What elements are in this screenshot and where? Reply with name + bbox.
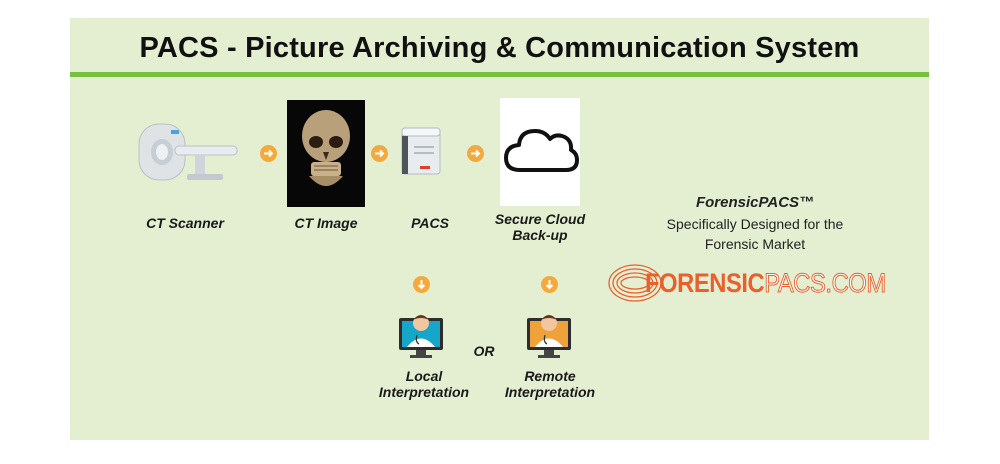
- cloud-icon: [500, 98, 580, 206]
- label-cloud-line1: Secure Cloud: [494, 211, 586, 227]
- ct-scanner-icon: [135, 116, 245, 191]
- logo-text-forensic: FORENSIC: [645, 268, 765, 298]
- label-local-line1: Local: [405, 368, 443, 384]
- logo-text-pacs: PACS.COM: [764, 268, 887, 299]
- label-ct-image: CT Image: [294, 215, 358, 231]
- label-pacs: PACS: [411, 215, 449, 231]
- ct-image-skull: [287, 100, 365, 212]
- arrow-right-icon: [467, 145, 484, 162]
- doctor-monitor-remote-icon: [526, 300, 572, 365]
- title-divider: [70, 72, 929, 77]
- brand-tagline-line1: Specifically Designed for the: [666, 216, 844, 232]
- label-local-line2: Interpretation: [378, 384, 470, 400]
- diagram-panel: PACS - Picture Archiving & Communication…: [70, 18, 929, 440]
- label-ct-scanner: CT Scanner: [146, 215, 224, 231]
- forensicpacs-logo: FORENSICPACS.COM: [607, 262, 889, 304]
- arrow-right-icon: [260, 145, 277, 162]
- label-remote-line1: Remote: [524, 368, 576, 384]
- label-remote-line2: Interpretation: [504, 384, 596, 400]
- doctor-monitor-local-icon: [398, 300, 444, 365]
- label-cloud-line2: Back-up: [512, 227, 568, 243]
- arrow-right-icon: [371, 145, 388, 162]
- label-or: OR: [473, 343, 495, 359]
- pacs-server-icon: [400, 124, 442, 181]
- brand-tagline-line2: Forensic Market: [704, 236, 806, 252]
- arrow-down-icon: [541, 276, 558, 293]
- arrow-down-icon: [413, 276, 430, 293]
- brand-name: ForensicPACS™: [695, 194, 815, 211]
- page-title: PACS - Picture Archiving & Communication…: [139, 32, 860, 64]
